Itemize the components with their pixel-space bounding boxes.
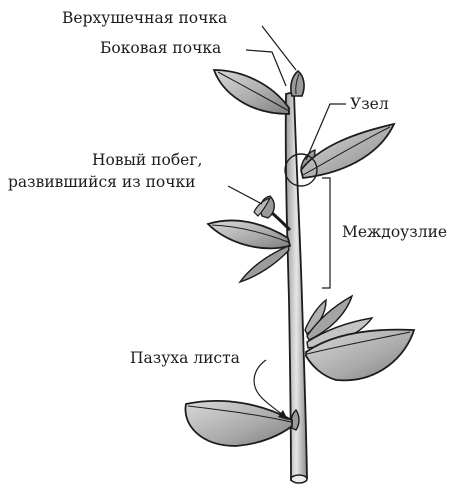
leaf-new-shoot bbox=[206, 219, 292, 250]
leader-new-shoot bbox=[227, 185, 263, 205]
leaf-lower-left bbox=[184, 399, 293, 447]
leaf-new-shoot-lower bbox=[238, 245, 290, 284]
leader-node bbox=[305, 103, 346, 161]
leader-apical-bud bbox=[261, 25, 297, 71]
node-circle bbox=[284, 153, 318, 187]
label-apical-bud: Верхушечная почка bbox=[62, 9, 228, 27]
leader-lines bbox=[227, 25, 346, 421]
internode-bracket bbox=[322, 177, 331, 289]
label-node: Узел bbox=[350, 95, 389, 113]
stem-cut-end bbox=[290, 474, 308, 484]
leader-lateral-bud bbox=[245, 49, 287, 87]
axil-arrowhead bbox=[278, 410, 288, 420]
label-leaf-axil: Пазуха листа bbox=[130, 349, 240, 367]
label-new-shoot-line2: развившийся из почки bbox=[8, 173, 196, 191]
apical-bud bbox=[290, 69, 305, 97]
leaf-top-left bbox=[212, 69, 290, 115]
label-internode: Междоузлие bbox=[342, 223, 448, 241]
leaf-lower-right bbox=[305, 328, 416, 382]
label-lateral-bud: Боковая почка bbox=[100, 39, 222, 57]
label-new-shoot-line1: Новый побег, bbox=[92, 151, 203, 169]
young-leaf-cluster-2 bbox=[306, 294, 354, 341]
